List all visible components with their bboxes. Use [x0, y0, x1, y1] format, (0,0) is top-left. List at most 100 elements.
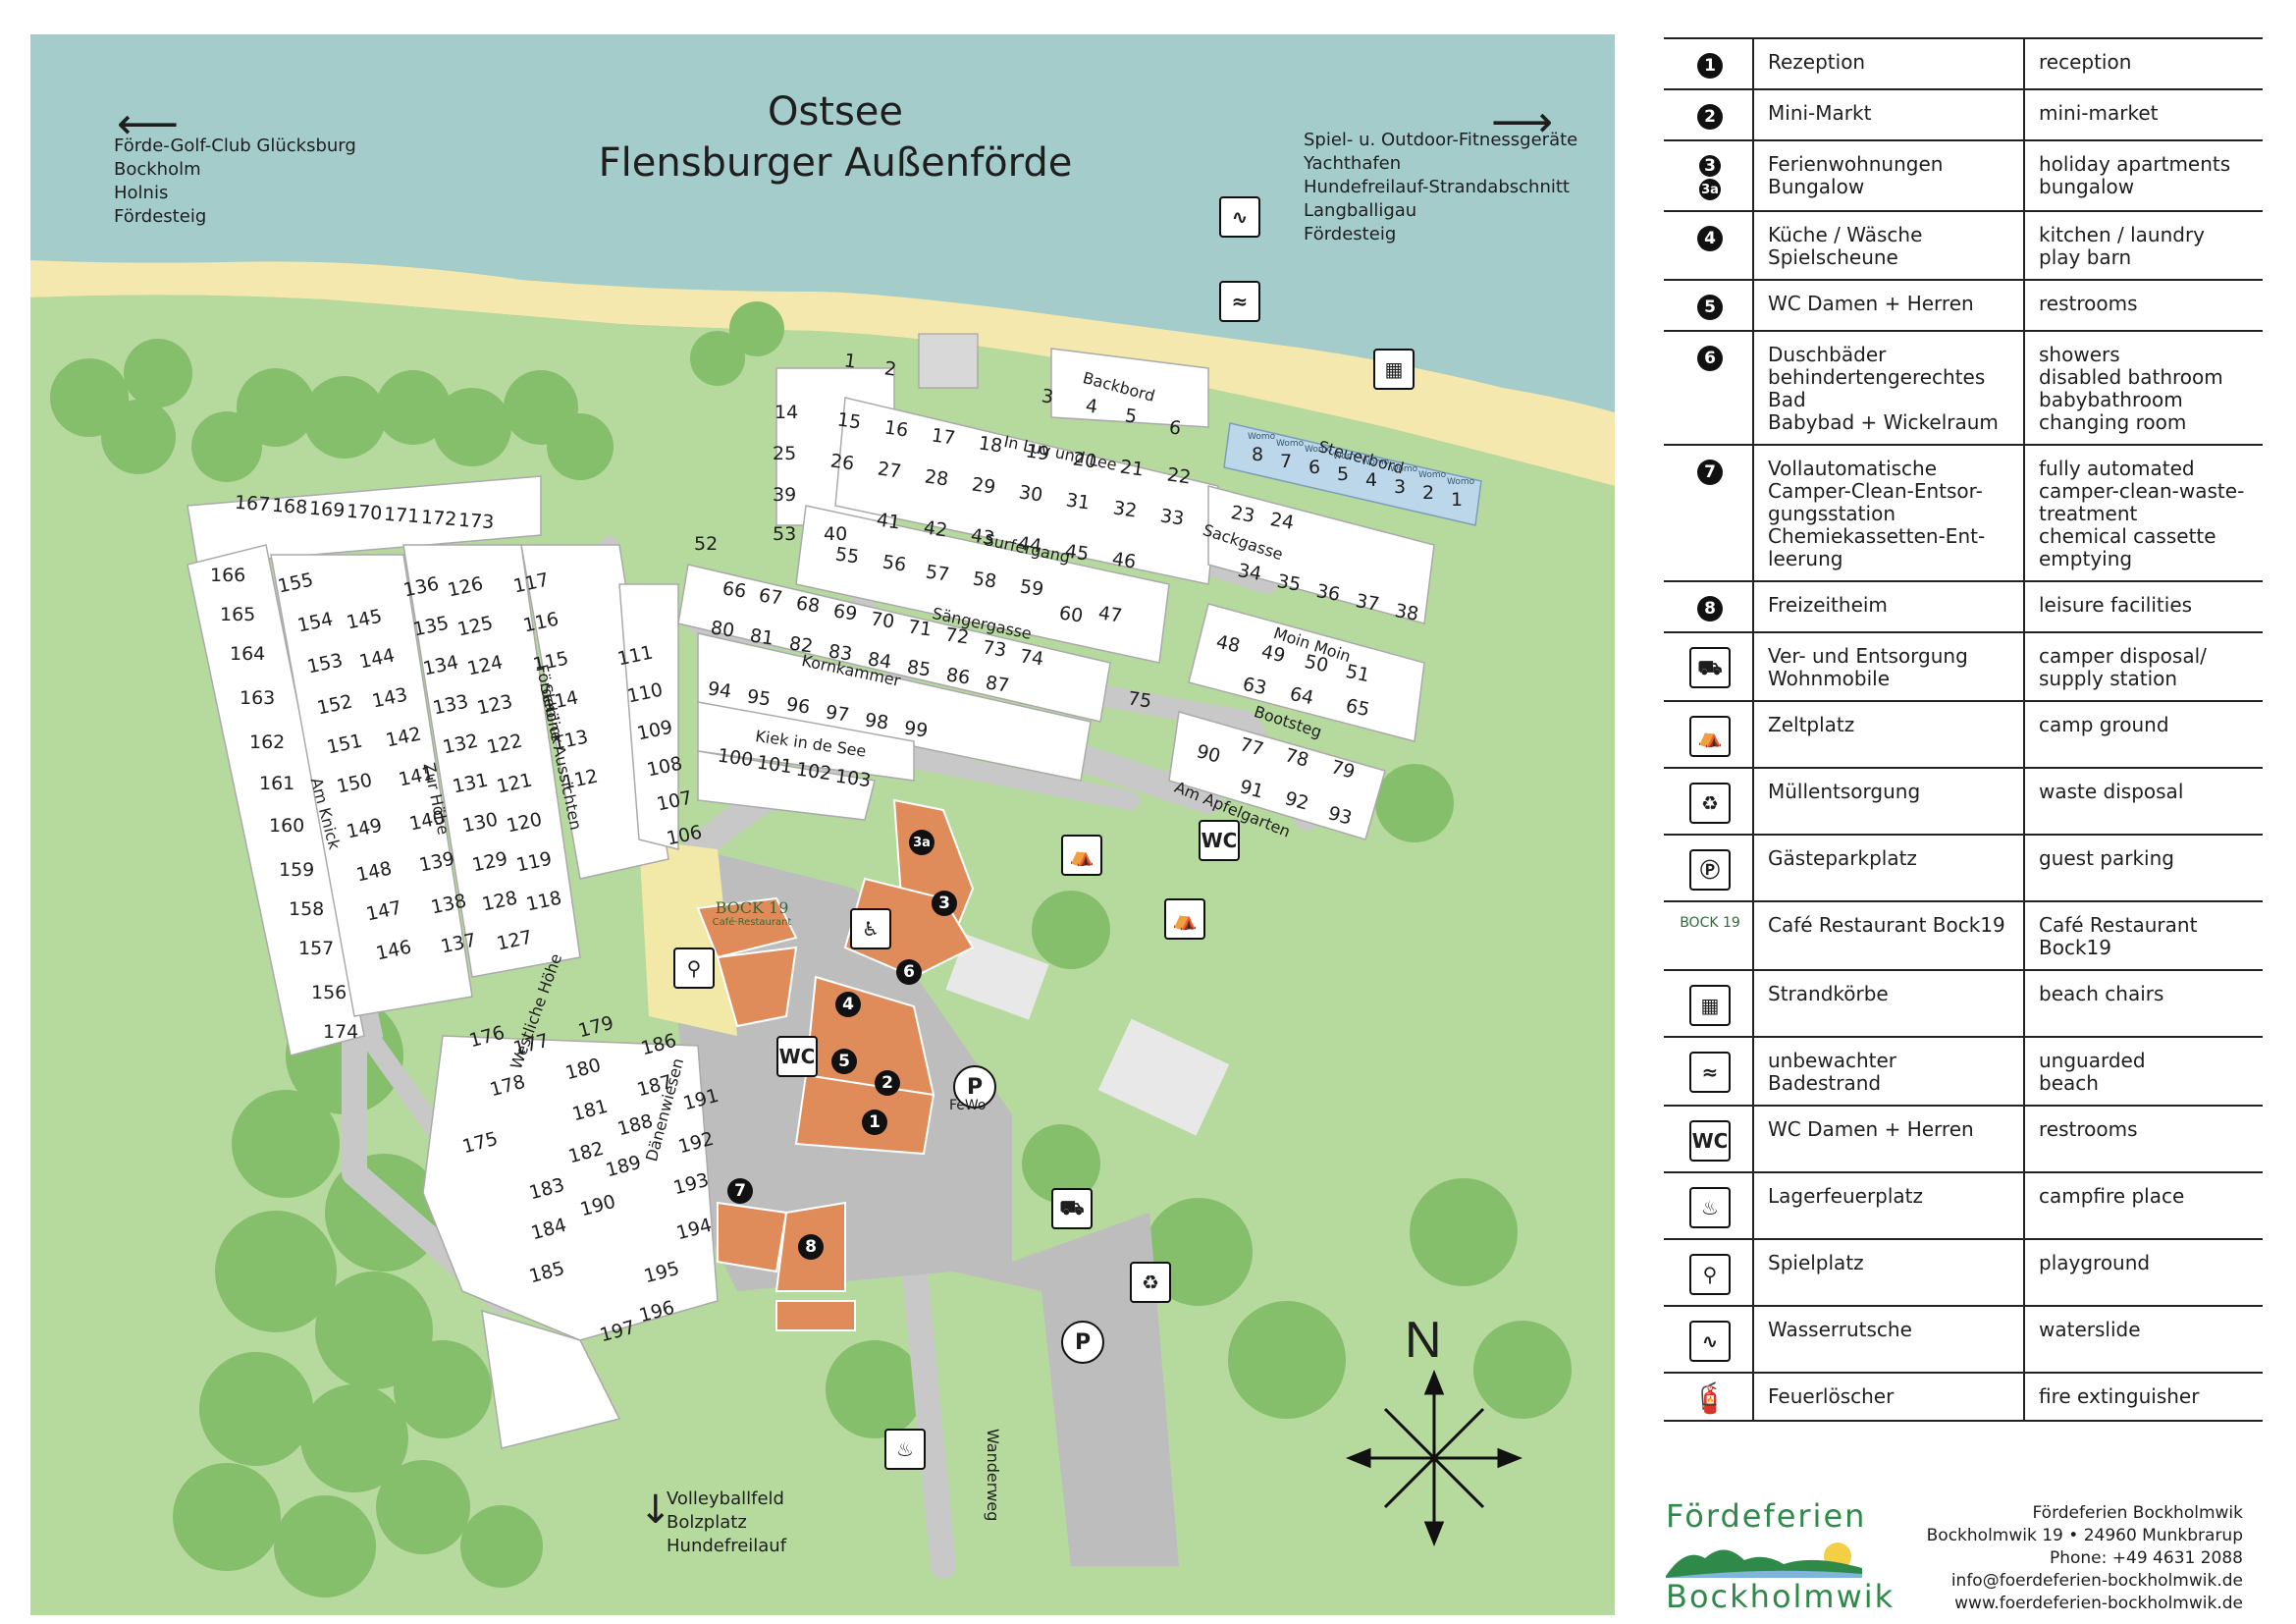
pitch-number[interactable]: 167	[234, 491, 271, 516]
pitch-number[interactable]: 97	[824, 701, 851, 727]
pitch-number[interactable]: 159	[279, 859, 315, 881]
pitch-number[interactable]: 32	[1111, 497, 1139, 522]
pitch-number[interactable]: 95	[745, 685, 773, 711]
pitch-number[interactable]: 29	[970, 473, 997, 499]
pitch-number[interactable]: 21	[1118, 456, 1146, 481]
pitch-number[interactable]: 161	[259, 773, 295, 794]
pitch-number[interactable]: 166	[210, 565, 246, 586]
pitch-number[interactable]: 65	[1343, 694, 1372, 722]
camper-icon[interactable]: ⛟	[1051, 1188, 1093, 1229]
facility-badge[interactable]: 6	[896, 959, 922, 985]
pitch-number[interactable]: 59	[1018, 575, 1045, 601]
pitch-number[interactable]: 60	[1057, 602, 1085, 627]
pitch-number[interactable]: 31	[1064, 489, 1092, 514]
pitch-number[interactable]: 15	[835, 408, 863, 434]
pitch-number[interactable]: 46	[1110, 548, 1138, 573]
womo-number[interactable]: 4	[1365, 469, 1378, 491]
womo-number[interactable]: 3	[1394, 475, 1407, 498]
waterslide-icon[interactable]: ∿	[1219, 196, 1260, 238]
pitch-number[interactable]: 66	[721, 577, 748, 603]
pitch-number[interactable]: 156	[311, 982, 347, 1003]
pitch-number[interactable]: 51	[1343, 660, 1372, 687]
tent-icon[interactable]: ⛺	[1061, 835, 1102, 876]
pitch-number[interactable]: 165	[220, 604, 256, 625]
pitch-number[interactable]: 81	[748, 624, 775, 650]
web-link[interactable]: www.foerdeferien-bockholmwik.de	[1954, 1594, 2243, 1613]
pitch-number[interactable]: 58	[971, 568, 998, 593]
pitch-number[interactable]: 168	[271, 494, 308, 519]
pitch-number[interactable]: 36	[1314, 580, 1342, 606]
pitch-number[interactable]: 158	[289, 898, 325, 920]
pitch-number[interactable]: 174	[323, 1021, 359, 1043]
pitch-number[interactable]: 68	[794, 592, 822, 618]
pitch-number[interactable]: 172	[420, 506, 457, 531]
campfire-icon[interactable]: ♨	[884, 1429, 926, 1470]
facility-badge[interactable]: 4	[835, 992, 861, 1017]
pitch-number[interactable]: 14	[774, 402, 799, 423]
campsite-map[interactable]: Ostsee Flensburger Außenförde ⟵ Förde-Go…	[30, 34, 1615, 1615]
pitch-number[interactable]: 55	[833, 543, 861, 568]
pitch-number[interactable]: 162	[249, 731, 286, 753]
pitch-number[interactable]: 98	[863, 709, 890, 734]
pitch-number[interactable]: 86	[944, 664, 972, 689]
pitch-number[interactable]: 24	[1268, 509, 1296, 534]
facility-badge[interactable]: 5	[831, 1049, 857, 1074]
pitch-number[interactable]: 48	[1213, 630, 1243, 658]
pitch-number[interactable]: 80	[709, 617, 736, 642]
pitch-number[interactable]: 27	[876, 458, 903, 483]
pitch-number[interactable]: 163	[240, 687, 276, 709]
pitch-number[interactable]: 64	[1287, 682, 1316, 710]
pitch-number[interactable]: 173	[457, 509, 495, 534]
pitch-number[interactable]: 164	[230, 643, 266, 665]
womo-number[interactable]: 1	[1451, 488, 1464, 511]
pitch-number[interactable]: 17	[930, 424, 957, 450]
facility-badge[interactable]: 8	[798, 1234, 824, 1260]
wc-icon[interactable]: WC	[776, 1036, 818, 1077]
pitch-number[interactable]: 57	[924, 561, 951, 586]
playground-icon[interactable]: ⚲	[673, 947, 715, 989]
facility-badge[interactable]: 7	[727, 1178, 753, 1204]
womo-number[interactable]: 7	[1280, 450, 1293, 472]
pitch-number[interactable]: 160	[269, 815, 305, 837]
pitch-number[interactable]: 94	[706, 677, 733, 703]
pitch-number[interactable]: 23	[1229, 502, 1256, 527]
womo-number[interactable]: 5	[1337, 462, 1350, 485]
pitch-number[interactable]: 16	[882, 416, 910, 442]
pitch-number[interactable]: 30	[1017, 481, 1044, 507]
cafe-logo[interactable]: BOCK 19 Café·Restaurant	[708, 898, 796, 928]
pitch-number[interactable]: 70	[869, 608, 896, 633]
pitch-number[interactable]: 63	[1240, 673, 1269, 700]
pitch-number[interactable]: 67	[757, 584, 784, 610]
pitch-number[interactable]: 85	[905, 656, 933, 681]
tent-icon[interactable]: ⛺	[1164, 898, 1205, 940]
facility-badge[interactable]: 1	[862, 1110, 887, 1135]
pitch-number[interactable]: 35	[1275, 570, 1303, 596]
pitch-number[interactable]: 170	[346, 500, 383, 525]
pitch-number[interactable]: 18	[977, 432, 1004, 458]
pitch-number[interactable]: 56	[881, 551, 908, 576]
pitch-number[interactable]: 74	[1018, 645, 1045, 671]
pitch-number[interactable]: 33	[1158, 505, 1186, 530]
womo-number[interactable]: 8	[1252, 444, 1264, 465]
pitch-number[interactable]: 41	[875, 509, 902, 534]
pitch-number[interactable]: 87	[984, 672, 1011, 697]
facility-badge[interactable]: 2	[875, 1070, 900, 1096]
pitch-number[interactable]: 40	[824, 523, 848, 545]
pitch-number[interactable]: 28	[923, 465, 950, 491]
accessible-icon[interactable]: ♿	[850, 908, 891, 949]
parking-icon[interactable]: P	[953, 1065, 996, 1109]
pitch-number[interactable]: 75	[1126, 687, 1153, 713]
beach-chair-icon[interactable]: ▦	[1373, 349, 1415, 390]
pitch-number[interactable]: 169	[308, 497, 346, 522]
pitch-number[interactable]: 22	[1165, 463, 1193, 489]
pitch-number[interactable]: 71	[906, 616, 934, 641]
parking-icon[interactable]: P	[1061, 1321, 1104, 1364]
wc-icon[interactable]: WC	[1199, 820, 1240, 861]
pitch-number[interactable]: 38	[1393, 600, 1420, 625]
pitch-number[interactable]: 42	[922, 516, 949, 542]
facility-badge[interactable]: 3a	[909, 830, 934, 855]
facility-badge[interactable]: 3	[932, 891, 957, 916]
pitch-number[interactable]: 53	[773, 523, 797, 545]
pitch-number[interactable]: 99	[902, 717, 930, 742]
pitch-number[interactable]: 52	[694, 533, 719, 555]
